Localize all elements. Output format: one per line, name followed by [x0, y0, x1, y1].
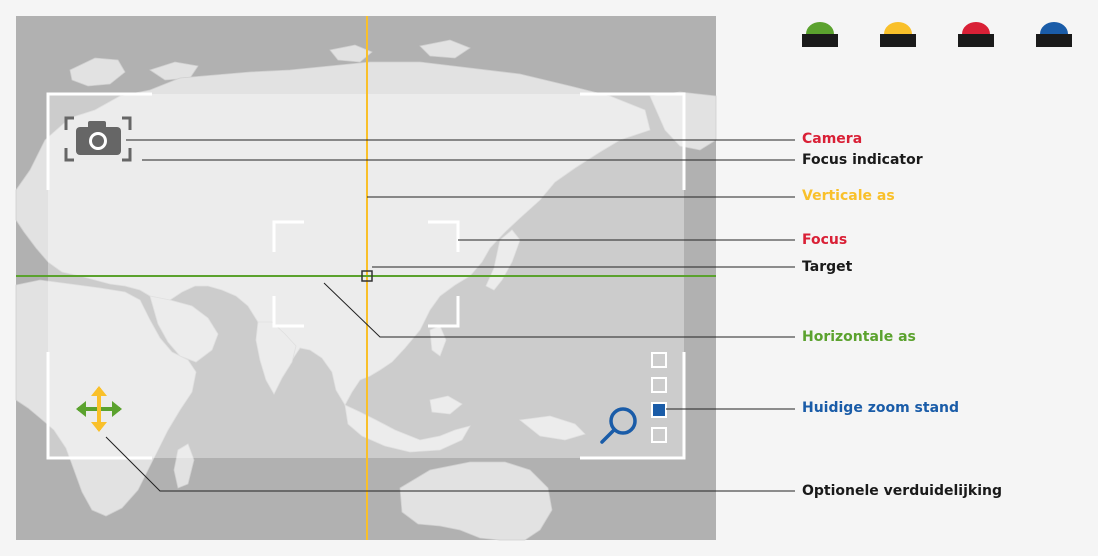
label-camera: Camera — [802, 131, 863, 147]
move-arrows-icon — [76, 386, 122, 432]
zoom-level-1 — [651, 352, 667, 368]
yellow-button[interactable] — [878, 14, 918, 50]
magnifier-icon — [600, 407, 637, 444]
zoom-level-2 — [651, 377, 667, 393]
label-zoom-state: Huidige zoom stand — [802, 400, 960, 416]
blue-button[interactable] — [1034, 14, 1074, 50]
label-optional-clarification: Optionele verduidelijking — [802, 483, 1002, 499]
label-focus: Focus — [802, 232, 848, 248]
label-focus-indicator: Focus indicator — [802, 152, 923, 168]
camera-icon — [64, 116, 132, 162]
leader-optional — [105, 436, 795, 492]
leader-lines — [105, 139, 795, 492]
zoom-level-4 — [651, 427, 667, 443]
focus-indicator — [46, 92, 686, 460]
green-button[interactable] — [800, 14, 840, 50]
label-horizontal-axis: Horizontale as — [802, 329, 916, 345]
label-target: Target — [802, 259, 853, 275]
zoom-level-3 — [651, 402, 667, 418]
focus-frame — [272, 220, 460, 328]
zoom-indicator — [651, 352, 667, 443]
label-vertical-axis: Verticale as — [802, 188, 895, 204]
target-marker — [361, 270, 373, 282]
red-button[interactable] — [956, 14, 996, 50]
leader-horizontal-axis — [323, 282, 795, 338]
